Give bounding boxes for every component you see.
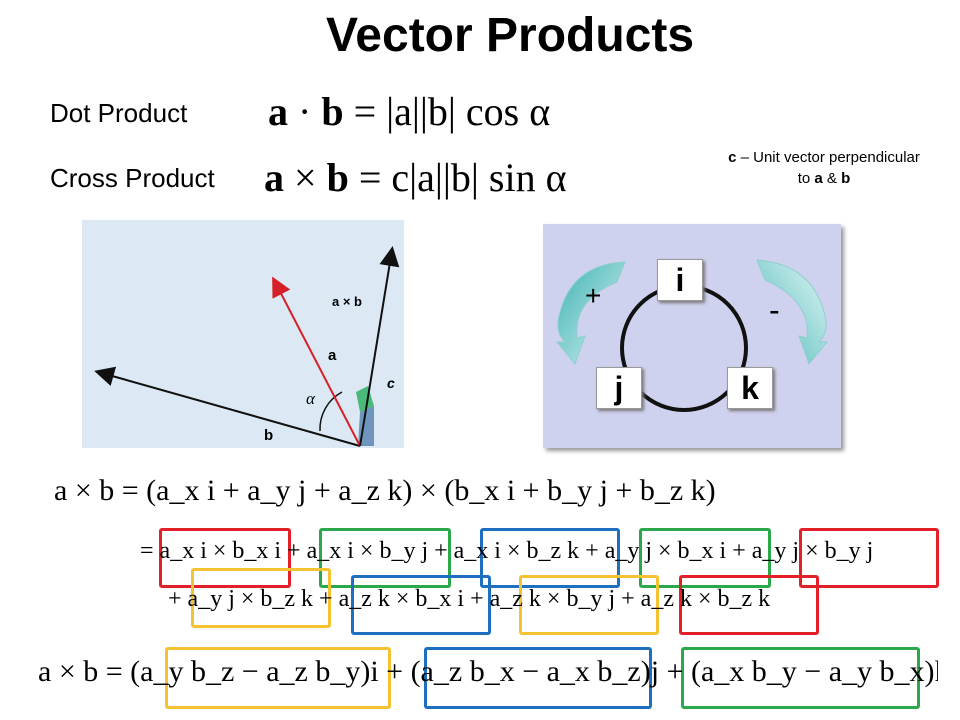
label-a-cross-b: a × b <box>332 294 362 309</box>
term-box-ji <box>639 528 771 588</box>
dot-lhs-b: b <box>321 89 344 134</box>
unit-vector-i: i <box>657 259 703 301</box>
expansion-line-1: a × b = (a_x i + a_y j + a_z k) × (b_x i… <box>54 474 716 507</box>
cross-operator: × <box>294 155 317 200</box>
dot-equals: = <box>353 89 377 134</box>
label-alpha: α <box>306 389 316 408</box>
note-c: c <box>728 149 737 166</box>
result-line: a × b = (a_y b_z − a_z b_y)i + (a_z b_x … <box>38 655 938 688</box>
dot-operator: · <box>298 89 312 134</box>
term-box-ki <box>351 575 491 635</box>
result-box-i <box>165 647 391 709</box>
unit-vector-j: j <box>596 367 642 409</box>
note-a: a <box>814 170 823 187</box>
ijk-cycle-panel: i j k + - <box>543 224 841 448</box>
label-b: b <box>264 427 273 444</box>
plus-sign: + <box>585 280 602 311</box>
cross-lhs-a: a <box>264 155 284 200</box>
unit-vector-note: c – Unit vector perpendicular to a & b <box>688 147 960 189</box>
note-b: b <box>841 170 851 187</box>
cross-equals: = <box>358 155 382 200</box>
term-box-kj <box>519 575 659 635</box>
unit-vector-k: k <box>727 367 773 409</box>
result-box-k <box>681 647 920 709</box>
expansion-line-2: = a_x i × b_x i + a_x i × b_y j + a_x i … <box>140 538 874 564</box>
result-box-j <box>424 647 652 709</box>
vector-a-cross-b <box>359 246 400 447</box>
term-box-ik <box>480 528 620 588</box>
cross-lhs-b: b <box>326 155 349 200</box>
minus-sign: - <box>769 292 780 328</box>
expansion-line-3: + a_y j × b_z k + a_z k × b_x i + a_z k … <box>168 586 771 612</box>
counterclockwise-arrow-icon <box>555 261 626 366</box>
vector-figure-panel: a × b a b α c <box>82 220 404 448</box>
term-box-kk <box>679 575 819 635</box>
note-to: to <box>797 170 815 187</box>
dot-product-formula: a · b = |a||b| cos α <box>268 88 550 135</box>
term-box-jk <box>191 568 331 628</box>
note-rest: – Unit vector perpendicular <box>736 149 920 166</box>
term-box-ii <box>159 528 291 588</box>
ijk-cycle-figure <box>555 259 829 412</box>
vector-figure: a × b a b α c <box>94 246 400 447</box>
dot-rhs: |a||b| cos α <box>386 89 551 134</box>
label-a: a <box>328 347 337 364</box>
label-c: c <box>387 375 395 391</box>
vector-b <box>94 366 361 447</box>
note-line-1: c – Unit vector perpendicular <box>688 147 960 168</box>
clockwise-arrow-icon <box>756 259 829 366</box>
page-title: Vector Products <box>325 9 695 62</box>
cross-product-formula: a × b = c|a||b| sin α <box>264 154 567 201</box>
cross-product-label: Cross Product <box>50 163 215 193</box>
alpha-arc <box>319 391 343 432</box>
term-box-jj <box>799 528 939 588</box>
term-box-ij <box>319 528 451 588</box>
note-amp: & <box>822 170 842 187</box>
dot-product-label: Dot Product <box>50 98 188 128</box>
cross-rhs: c|a||b| sin α <box>391 155 567 200</box>
dot-lhs-a: a <box>268 89 288 134</box>
vector-a <box>272 276 361 447</box>
note-line-2: to a & b <box>688 168 960 189</box>
